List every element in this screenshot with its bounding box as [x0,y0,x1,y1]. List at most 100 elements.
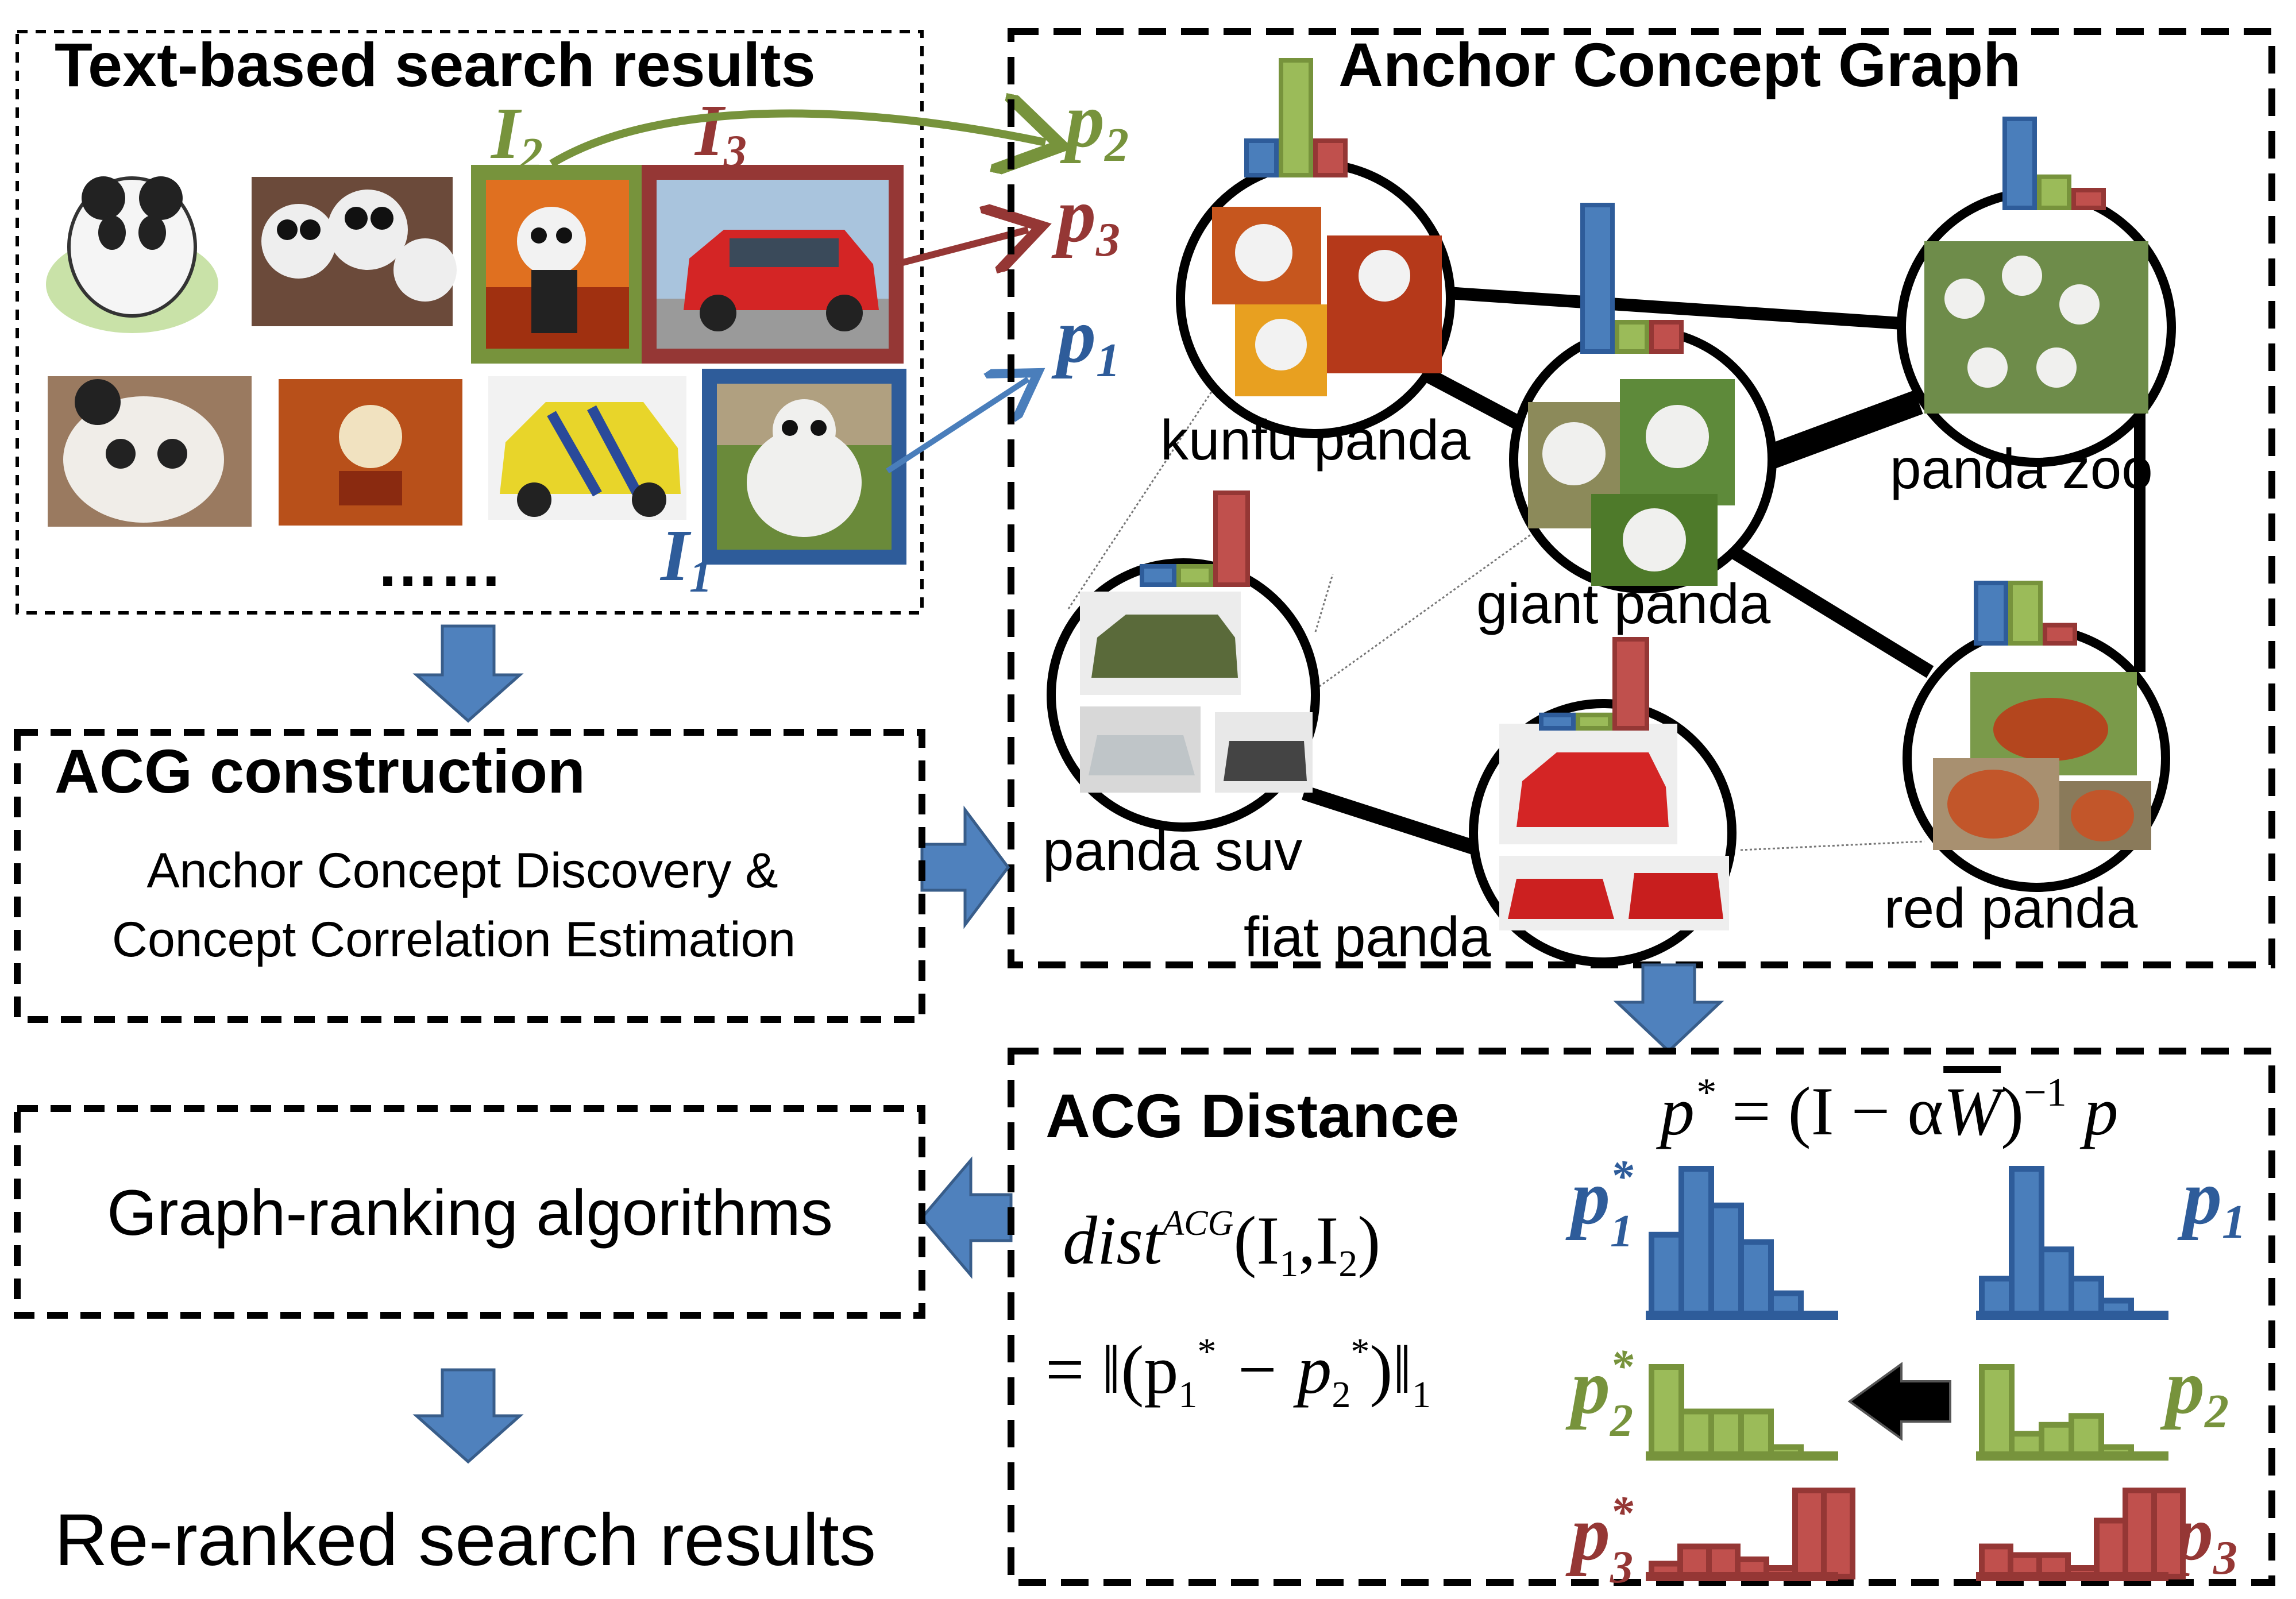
concept-hist-red [1974,581,2077,646]
arrow-i2-to-p2 [549,113,1045,164]
concept-node-suv [1047,558,1320,832]
concept-bar [1649,320,1684,354]
label-p3-star: p*3 [1565,1488,1634,1593]
distance-title: ACG Distance [1045,1081,1459,1150]
label-i3: I3 [694,90,747,177]
histogram-bar [2151,1488,2186,1579]
text-results-title: Text-based search results [55,30,816,99]
construction-panel: ACG construction Anchor Concept Discover… [14,729,925,1023]
concept-bar [1176,564,1213,587]
histogram-bar [2094,1517,2128,1579]
concept-bar [1580,203,1615,354]
histogram-bar [1649,1364,1684,1459]
histogram-bar [1979,1276,2015,1318]
concept-bar [1612,637,1649,731]
arrow-left-distance [920,1156,1013,1279]
histogram-bar [1678,1408,1714,1459]
thumb-i2-kungfu-panda [471,165,644,364]
histogram-bar [1708,1202,1744,1318]
histogram-bar [1649,1231,1684,1318]
hist-p1 [1976,1166,2168,1320]
thumb-panda-group [252,177,457,326]
distance-panel: ACG Distance p* = (I − αW)−1 p distACG(I… [1008,1048,2275,1593]
hist-p2 [1976,1364,2168,1461]
graph-ranking-label: Graph-ranking algorithms [107,1177,833,1249]
concept-node-red [1903,624,2170,892]
histogram-bar [2069,1276,2104,1318]
construction-line2: Concept Correlation Estimation [112,912,796,967]
histogram-bar [2039,1422,2074,1459]
concept-label-kunfu: kunfu panda [1160,408,1471,472]
histogram-bar [1792,1488,1827,1579]
hist-p1-star [1646,1166,1838,1320]
thumb-i3-red-car [642,165,904,364]
thumb-i1-giant-panda [702,369,906,565]
label-p1-star: p*1 [1565,1152,1634,1257]
concept-node-zoo [1897,188,2176,467]
label-i2: I2 [490,92,543,180]
concept-bar [1313,138,1348,177]
concept-bar [1539,712,1576,731]
formula-eq: = ‖(p1* − p2*)‖1 [1045,1331,1431,1416]
histogram-bar [2069,1413,2104,1459]
ellipsis: …… [376,529,503,600]
arrow-left-black [1847,1362,1951,1441]
concept-bar [1576,712,1612,731]
concept-bar [2071,188,2106,210]
hist-p3-star [1646,1488,1855,1581]
concept-bar [2008,581,2043,646]
histogram-bar [1821,1488,1855,1579]
concept-label-zoo: panda zoo [1890,437,2153,500]
acg-edges [1067,287,2145,858]
arrow-i1-to-p1 [886,379,1028,474]
concept-node-fiat [1469,699,1737,967]
construction-title: ACG construction [55,736,585,806]
histogram-bar [2009,1166,2044,1318]
construction-line1: Anchor Concept Discovery & [146,843,778,898]
hist-p3 [1976,1488,2186,1581]
concept-bar [1279,58,1313,177]
arrow-i3-to-p3 [895,230,1028,264]
histogram-bar [1738,1408,1774,1459]
query-p3: p3 [1051,172,1120,266]
label-p2-star: p*2 [1565,1341,1634,1446]
concept-bar [1213,490,1250,587]
histogram-bar [2123,1488,2157,1579]
concept-bar [1140,564,1176,587]
concept-label-giant: giant panda [1476,572,1771,635]
hist-p2-star [1646,1364,1838,1461]
thumb-cartoon-panda [46,176,218,333]
label-i1: I1 [659,515,712,602]
block-arrows [412,624,1724,1464]
concept-hist-fiat [1539,637,1649,731]
concept-bar [1615,320,1649,354]
text-results-panel: Text-based search results [16,30,924,615]
arrow-down-ranking [412,1368,524,1464]
concept-label-fiat: fiat panda [1244,905,1491,968]
thumb-yellow-car [488,376,686,520]
histogram-bar [1738,1239,1774,1318]
concept-bar [2037,174,2071,210]
concept-hist-suv [1140,490,1250,587]
concept-bar [1974,581,2008,646]
concept-hist-giant [1580,203,1684,354]
concept-node-giant [1509,326,1777,593]
label-p2: p2 [2160,1344,2229,1438]
histogram-bar [1708,1408,1744,1459]
arrow-right-construction [920,805,1010,929]
concept-bar [2002,117,2037,210]
arrow-down-acg [1613,963,1724,1053]
concept-label-suv: panda suv [1043,819,1302,882]
histogram-bar [2039,1246,2074,1318]
arrow-down-results [412,624,524,723]
formula-top: p* = (I − αW)−1 p [1656,1071,2119,1149]
ranking-panel: Graph-ranking algorithms [14,1105,925,1319]
thumb-panda-face [48,376,252,527]
concept-hist-zoo [2002,117,2106,210]
label-p1: p1 [2177,1154,2246,1249]
query-p1: p1 [1051,293,1120,387]
formula-dist: distACG(I1,I2) [1063,1202,1380,1285]
concept-bar [1244,138,1279,177]
query-p2: p2 [1060,78,1129,172]
